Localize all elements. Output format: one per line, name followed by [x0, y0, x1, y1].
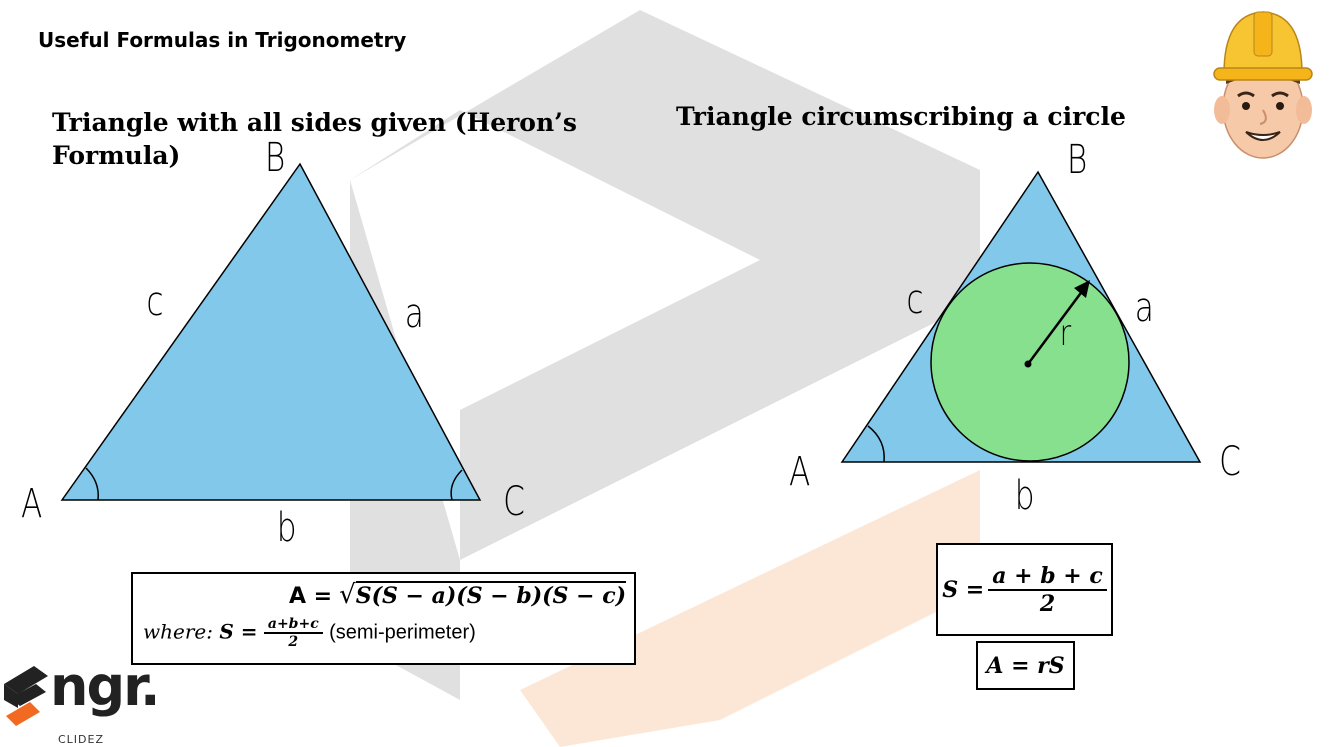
watermark-gray-shape	[350, 10, 980, 700]
radius-arrowhead	[1074, 280, 1090, 298]
incircle-side-c: c	[906, 277, 924, 323]
semi-perimeter-note: (semi-perimeter)	[329, 621, 476, 644]
heron-triangle-diagram	[60, 162, 482, 501]
watermark-orange-shape	[520, 470, 980, 747]
heron-side-c: c	[146, 279, 164, 325]
heron-s-label: S =	[219, 619, 258, 644]
radius-arrow	[1026, 285, 1088, 365]
helmet-ridge	[1253, 11, 1273, 57]
angle-arc-c	[450, 469, 463, 501]
mascot-eyebrow-right	[1271, 91, 1289, 98]
incircle-vertex-b: B	[1066, 137, 1088, 183]
incircle-side-a: a	[1134, 285, 1154, 331]
incircle-side-b: b	[1014, 473, 1035, 519]
mascot-ear-right	[1296, 96, 1312, 124]
heron-side-b: b	[276, 505, 297, 551]
angle-arc-a	[85, 467, 99, 501]
heron-vertex-b: B	[264, 135, 286, 181]
heron-triangle	[60, 162, 482, 501]
heron-heading-line2: Formula)	[52, 141, 181, 170]
logo-orange-bar	[6, 702, 40, 726]
logo-black-mid	[4, 684, 18, 708]
engr-logo-icon	[4, 666, 48, 726]
logo-black-bar	[10, 684, 46, 706]
heron-heading: Triangle with all sides given (Heron’s F…	[52, 106, 577, 172]
engineer-mascot-icon	[1213, 11, 1313, 159]
area-formula-box: A = rS	[976, 641, 1075, 690]
incircle-s-numerator: a + b + c	[988, 563, 1107, 591]
logo-black-top	[4, 666, 48, 694]
area-formula: A = rS	[986, 652, 1065, 679]
incircle-s-label: S =	[942, 576, 985, 603]
heron-vertex-c: C	[503, 479, 525, 525]
incircle-s-fraction: a + b + c 2	[988, 563, 1107, 617]
incircle-vertex-a: A	[789, 449, 811, 495]
incircle-s-denominator: 2	[1039, 590, 1056, 617]
heron-formula-line: A = √S(S − a)(S − b)(S − c)	[289, 580, 626, 610]
mascot-eye-right	[1276, 102, 1284, 110]
incircle-s-box: S = a + b + c 2	[936, 543, 1113, 636]
mascot-smile	[1245, 131, 1281, 141]
heron-vertex-a: A	[21, 481, 43, 527]
mascot-eyebrow-left	[1237, 91, 1255, 98]
heron-s-numerator: a+b+c	[263, 616, 323, 634]
circle-center	[1024, 360, 1032, 368]
slide-title: Useful Formulas in Trigonometry	[38, 28, 407, 52]
mascot-eye-left	[1242, 102, 1250, 110]
heron-heading-line1: Triangle with all sides given (Heron’s	[52, 108, 577, 137]
incircle-diagram	[840, 170, 1202, 463]
radius-label: r	[1059, 313, 1072, 354]
heron-s-denominator: 2	[288, 634, 299, 650]
logo-text: ngr.	[50, 655, 161, 718]
heron-s-fraction: a+b+c 2	[263, 616, 323, 650]
angle-arc-incircle-a	[867, 425, 885, 463]
helmet-brim	[1213, 67, 1313, 81]
sqrt-sign: √	[339, 580, 356, 610]
incircle-vertex-c: C	[1219, 439, 1241, 485]
heron-side-a: a	[404, 291, 424, 337]
mascot-ear-left	[1214, 96, 1230, 124]
heron-formula-box: A = √S(S − a)(S − b)(S − c) where: S = a…	[131, 572, 636, 665]
logo-subtext: CLIDEZ	[58, 733, 105, 746]
semi-perimeter-line: where: S = a+b+c 2 (semi-perimeter)	[143, 616, 476, 650]
heron-formula-radicand: S(S − a)(S − b)(S − c)	[355, 581, 626, 609]
mascot-nose	[1259, 109, 1267, 125]
heron-formula-lhs: A =	[289, 584, 333, 609]
where-label: where:	[143, 619, 213, 644]
incircle-heading: Triangle circumscribing a circle	[676, 102, 1126, 131]
